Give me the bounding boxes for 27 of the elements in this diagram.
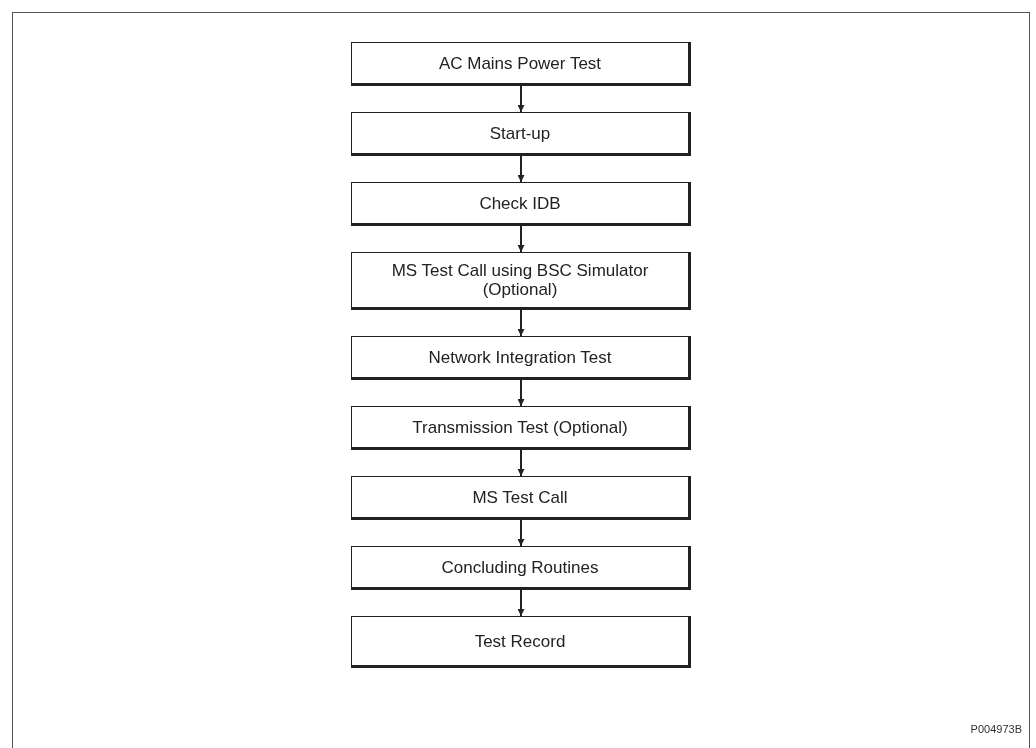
box-label: Concluding Routines <box>441 557 599 577</box>
process-box <box>351 406 691 450</box>
box-label: Transmission Test (Optional) <box>412 417 628 437</box>
process-box <box>351 616 691 668</box>
figure-id: P004973B <box>970 722 1022 737</box>
arrow <box>517 379 525 407</box>
arrow <box>517 449 525 477</box>
arrow <box>517 589 525 617</box>
arrow <box>517 309 525 337</box>
arrow <box>517 519 525 547</box>
process-box <box>351 336 691 380</box>
arrow <box>517 85 525 113</box>
process-box <box>351 42 691 86</box>
process-box <box>351 546 691 590</box>
process-box <box>351 476 691 520</box>
box-label: Check IDB <box>479 193 561 213</box>
arrow <box>517 225 525 253</box>
box-label: AC Mains Power Test <box>438 53 602 73</box>
box-label: Network Integration Test <box>428 347 612 367</box>
process-box <box>351 252 691 310</box>
box-label: MS Test Call <box>472 487 568 507</box>
box-label: MS Test Call using BSC Simulator (Optional) <box>390 261 650 299</box>
arrow <box>517 155 525 183</box>
process-box <box>351 182 691 226</box>
process-box <box>351 112 691 156</box>
box-label: Test Record <box>474 631 566 651</box>
box-label: Start-up <box>489 123 551 143</box>
